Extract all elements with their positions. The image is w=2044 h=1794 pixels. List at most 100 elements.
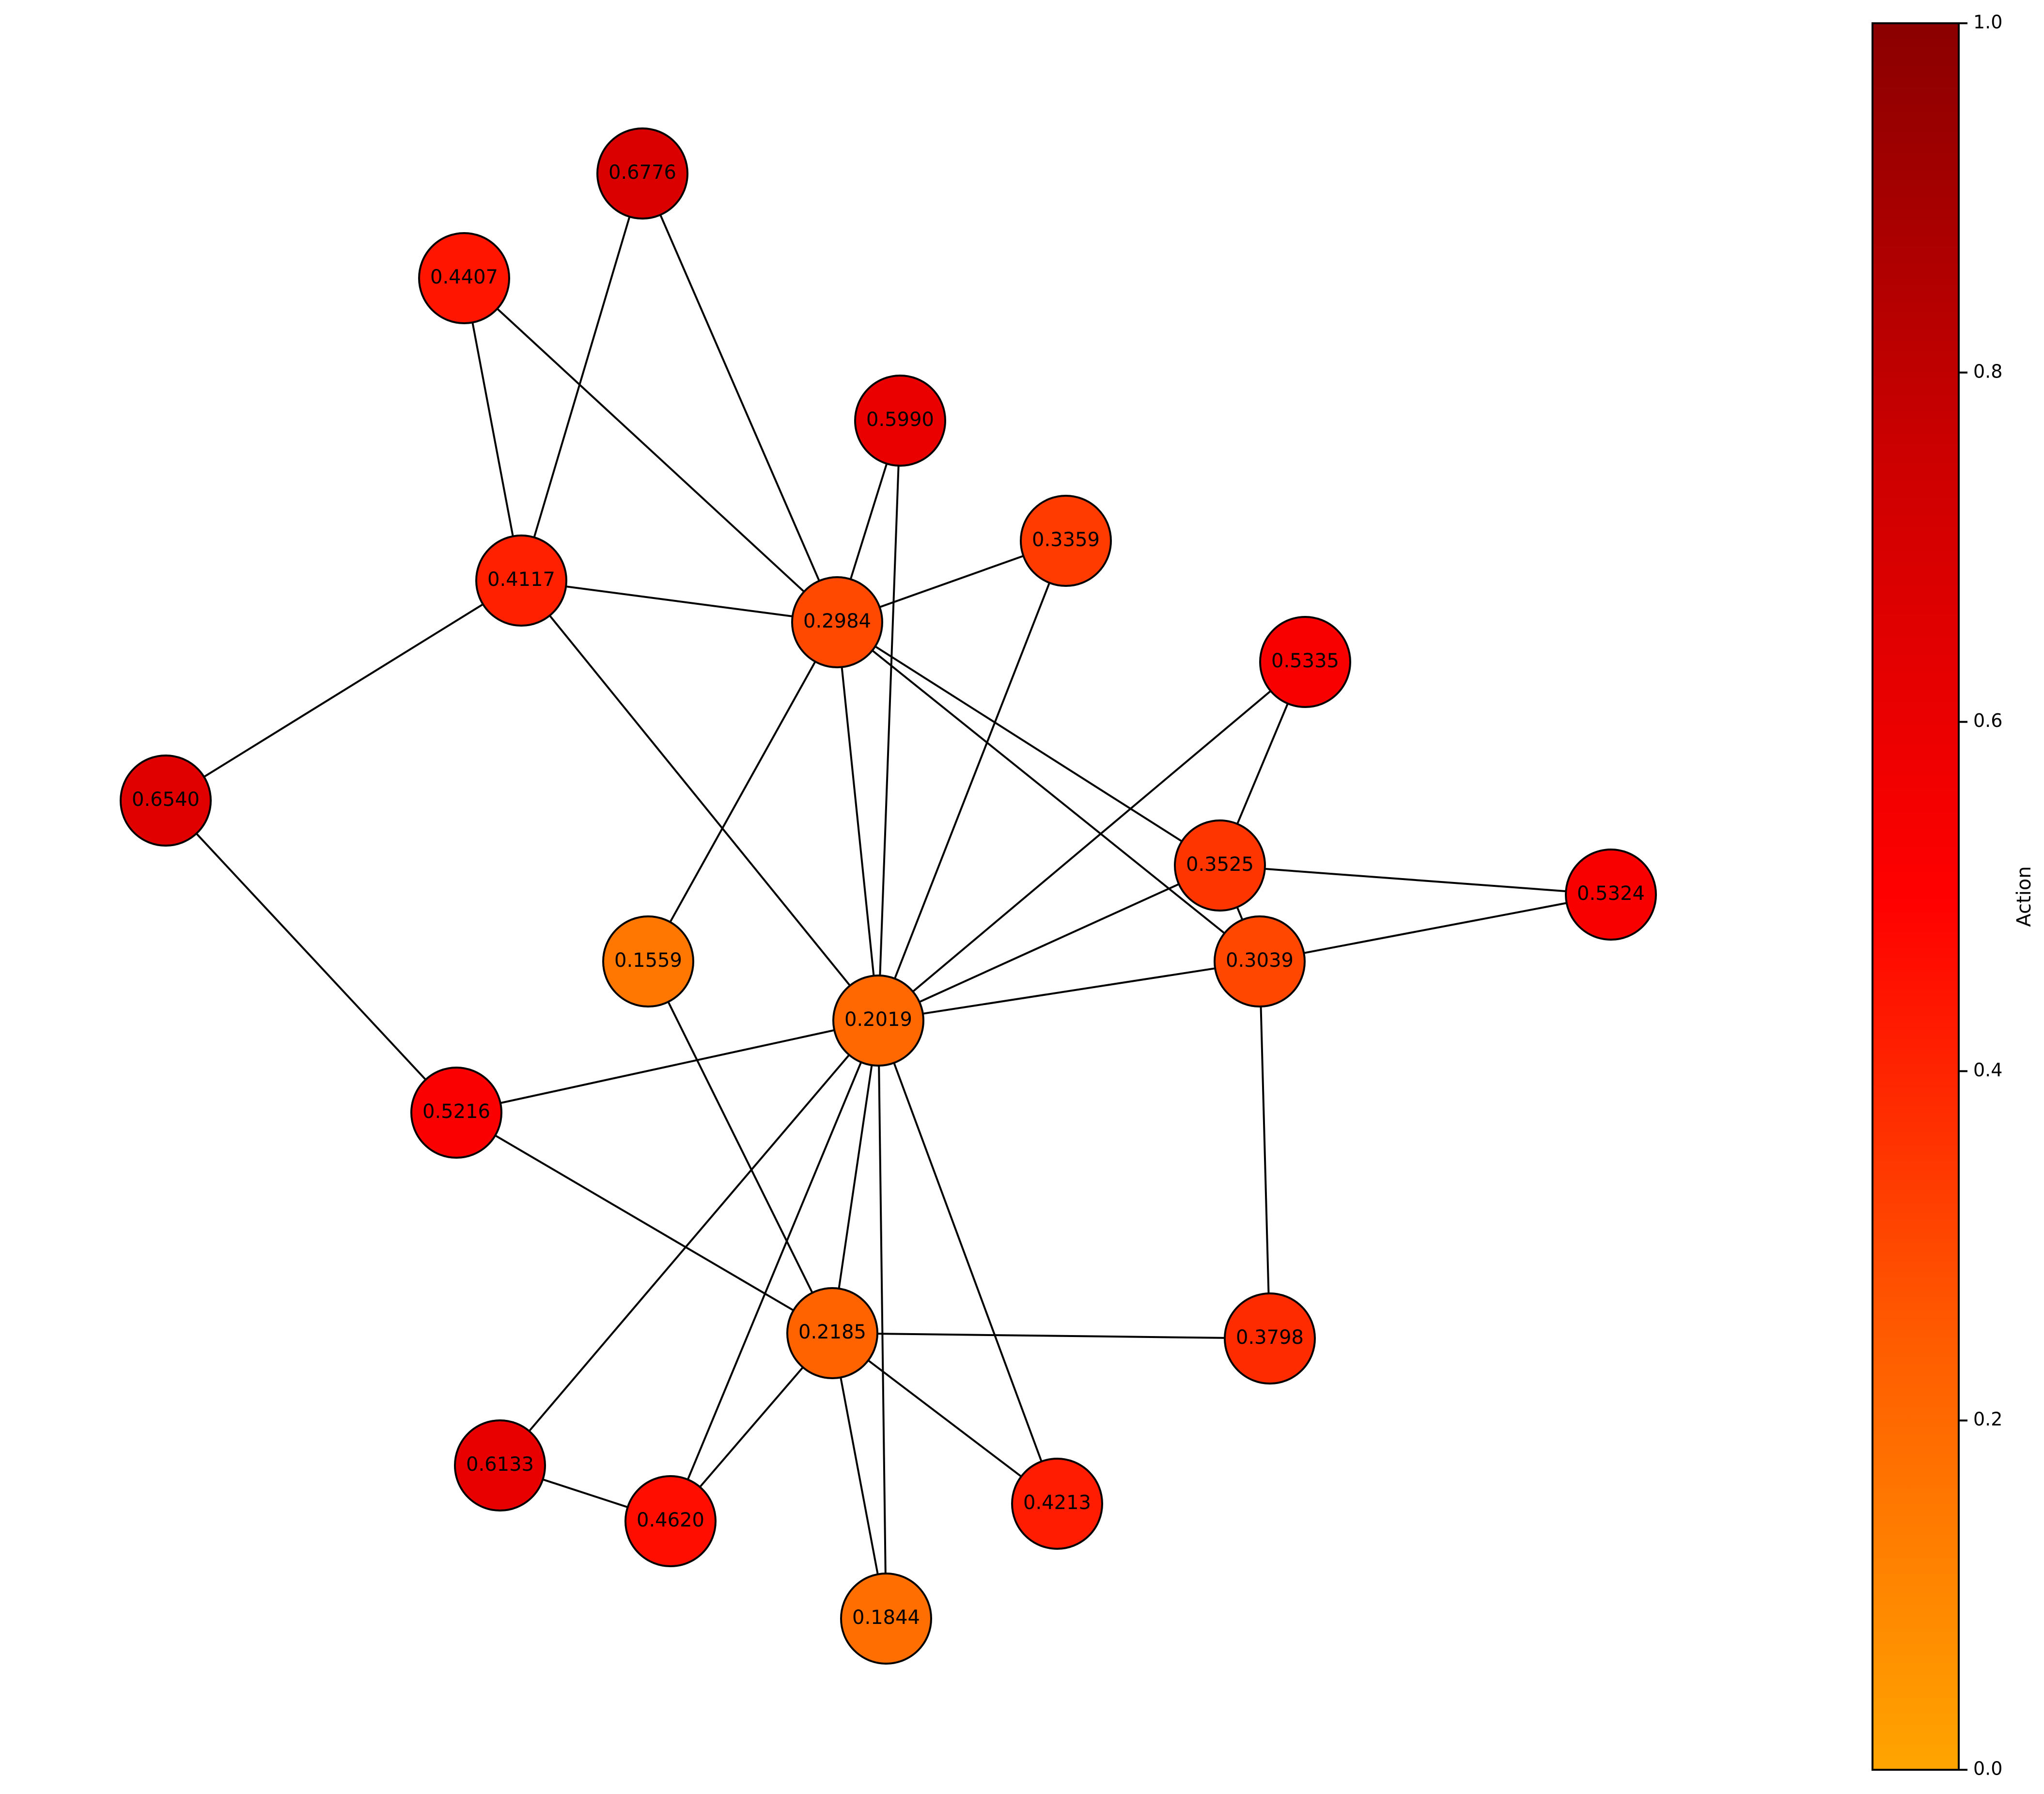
edge-n12-n18 [877,1020,1058,1504]
edge-layer [165,173,1611,1619]
graph-node-n12: 0.2019 [832,975,924,1067]
edge-n12-n17 [670,1020,879,1522]
node-label: 0.5216 [422,1101,490,1123]
graph-node-n17: 0.4620 [624,1475,717,1567]
node-circle [1565,849,1657,941]
graph-node-n7: 0.6540 [120,755,212,847]
node-circle [854,375,946,467]
edge-n12-n14 [831,1020,879,1334]
node-circle [410,1067,502,1159]
node-circle [1020,495,1112,587]
graph-node-n16: 0.6133 [454,1419,546,1511]
node-label: 0.5335 [1271,650,1339,672]
graph-node-n5: 0.2984 [791,576,883,668]
node-label: 0.2185 [798,1321,866,1343]
edge-n0-n4 [520,173,643,581]
node-circle [475,535,567,627]
edge-n14-n18 [831,1332,1058,1505]
colorbar-tick-label: 0.8 [1973,361,2002,382]
node-circle [1174,819,1266,912]
colorbar-ticks: 0.0 0.2 0.4 0.6 0.8 1.0 [1959,12,2002,1779]
node-label: 0.6540 [132,788,200,811]
node-circle [791,576,883,668]
edge-n12-n19 [877,1020,887,1619]
graph-node-n1: 0.4407 [418,232,510,324]
colorbar-tick-label: 0.2 [1973,1409,2002,1430]
graph-node-n14: 0.2185 [786,1287,878,1379]
node-label: 0.1559 [614,949,682,972]
edge-n2-n12 [877,420,901,1021]
graph-node-n11: 0.3039 [1214,915,1306,1007]
graph-node-n9: 0.5324 [1565,849,1657,941]
edge-n4-n5 [521,580,838,623]
edge-n13-n14 [455,1112,833,1334]
node-label: 0.6133 [466,1453,534,1476]
edge-n8-n12 [878,865,1220,1022]
node-label: 0.3039 [1226,949,1294,972]
colorbar-tick-label: 0.0 [1973,1758,2002,1779]
colorbar: 0.0 0.2 0.4 0.6 0.8 1.0 Action [1872,12,2035,1779]
edge-n5-n8 [836,621,1221,866]
node-circle [602,915,694,1007]
node-label: 0.4620 [637,1509,704,1531]
graph-node-n2: 0.5990 [854,375,946,467]
node-label: 0.2019 [844,1008,912,1031]
node-label: 0.4407 [430,266,498,288]
graph-node-n15: 0.3798 [1224,1292,1316,1385]
node-label: 0.5324 [1577,882,1645,905]
node-circle [840,1573,932,1665]
node-label: 0.1844 [852,1606,920,1629]
edge-n10-n14 [647,961,833,1334]
edge-n1-n5 [463,277,838,623]
graph-node-n18: 0.4213 [1011,1458,1103,1550]
node-circle [418,232,510,324]
edge-n5-n12 [836,622,879,1021]
graph-node-n4: 0.4117 [475,535,567,627]
edge-n6-n12 [877,661,1306,1022]
colorbar-tick-label: 0.6 [1973,710,2002,731]
graph-node-n3: 0.3359 [1020,495,1112,587]
node-label: 0.5990 [866,409,934,431]
graph-node-n13: 0.5216 [410,1067,502,1159]
node-circle [454,1419,546,1511]
edge-n5-n10 [647,622,838,962]
edge-n4-n12 [520,580,879,1022]
edge-n12-n13 [456,1020,879,1114]
node-circle [1011,1458,1103,1550]
graph-node-n0: 0.6776 [596,127,688,220]
edge-n7-n13 [165,800,457,1114]
colorbar-tick-label: 0.4 [1973,1059,2002,1081]
edge-n14-n19 [831,1333,887,1619]
graph-node-n8: 0.3525 [1174,819,1266,912]
edge-n8-n9 [1219,865,1611,896]
node-circle [1259,616,1351,708]
node-circle [120,755,212,847]
edge-n3-n12 [877,540,1067,1021]
edge-n1-n4 [463,278,522,581]
node-label: 0.6776 [609,161,676,184]
node-label: 0.2984 [803,610,871,632]
node-label: 0.3798 [1236,1326,1304,1349]
graph-node-n6: 0.5335 [1259,616,1351,708]
edge-n4-n7 [165,580,522,802]
node-circle [786,1287,878,1379]
edge-n11-n15 [1259,961,1271,1339]
edge-n5-n11 [836,621,1261,962]
node-label: 0.4213 [1023,1492,1091,1514]
edge-n11-n12 [878,960,1260,1022]
edge-n9-n11 [1259,894,1611,962]
edge-n0-n5 [641,173,838,623]
node-circle [1214,915,1306,1007]
colorbar-tick-label: 1.0 [1973,12,2002,33]
colorbar-label: Action [2013,866,2035,927]
edge-n12-n16 [499,1020,879,1466]
node-layer: 0.6776 0.4407 0.5990 0.3359 0.4117 0.2984 0.53… [120,127,1657,1665]
graph-node-n10: 0.1559 [602,915,694,1007]
node-circle [624,1475,717,1567]
node-circle [1224,1292,1316,1385]
node-label: 0.3525 [1186,853,1254,876]
node-circle [832,975,924,1067]
node-circle [596,127,688,220]
colorbar-gradient-bar [1872,22,1960,1771]
